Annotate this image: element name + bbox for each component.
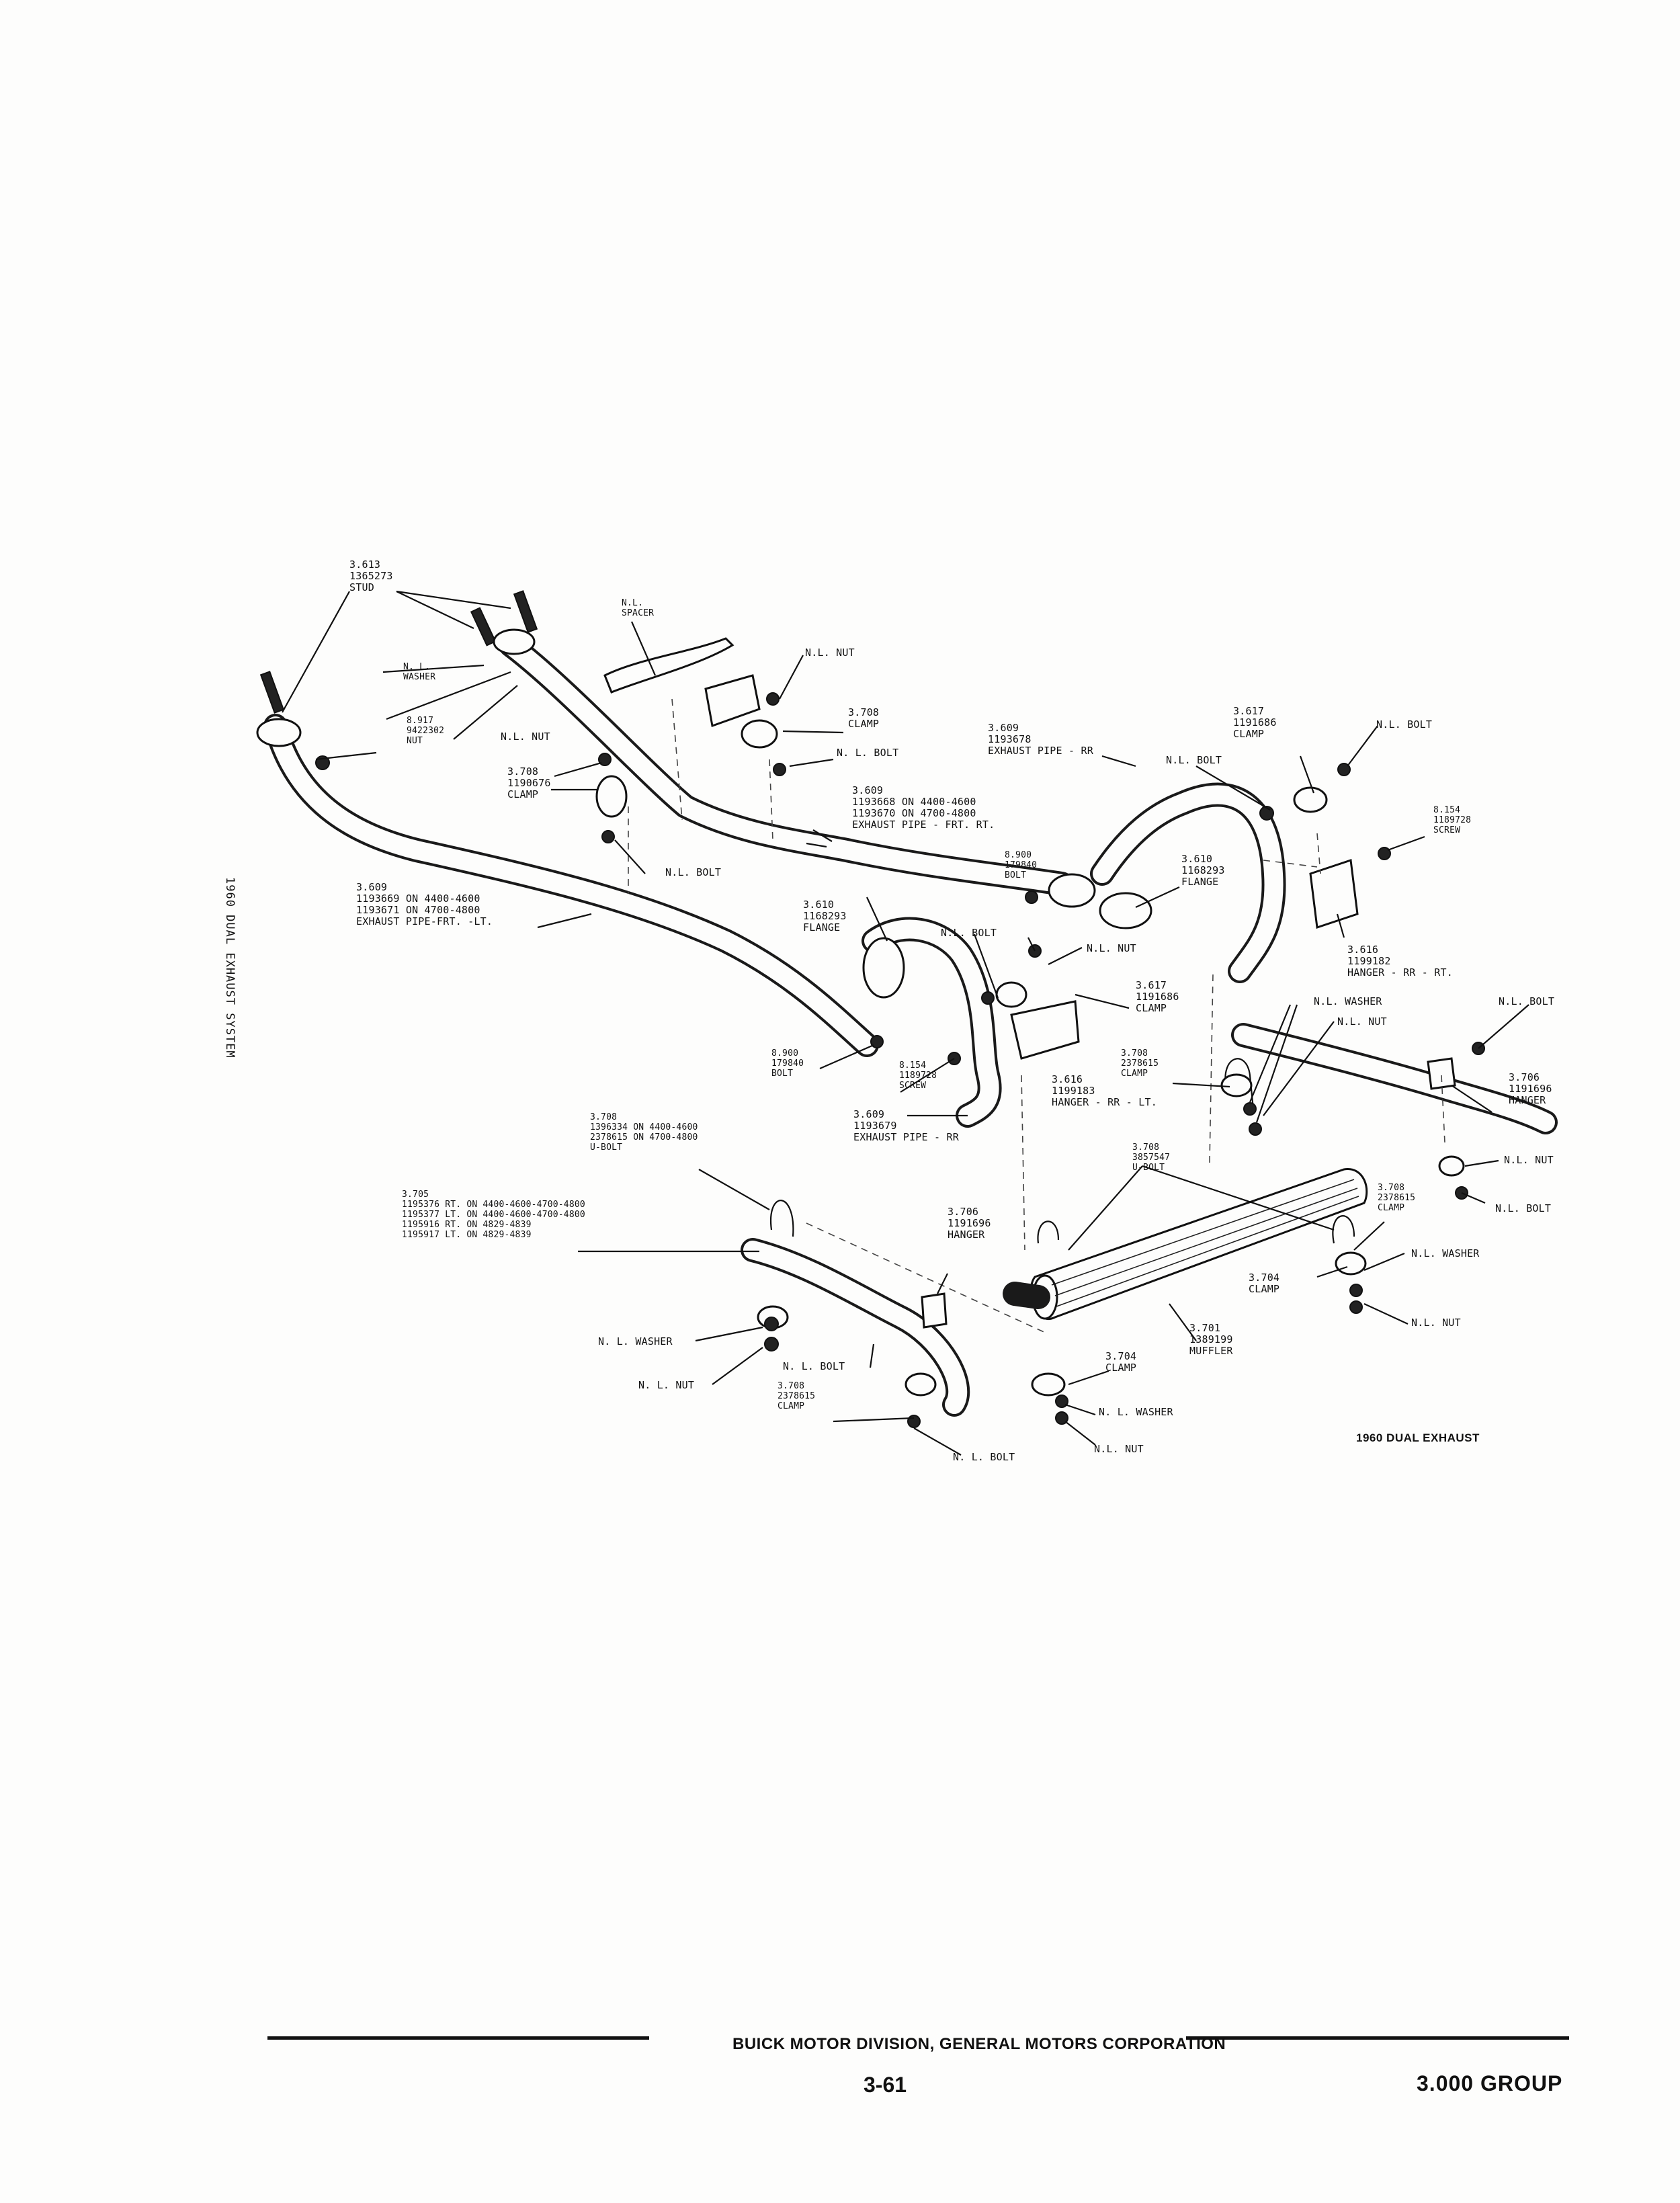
label-bolt-8900-lower: 8.900 179840 BOLT (771, 1048, 804, 1079)
label-exhaust-pipe-rear-lower: 3.609 1193679 EXHAUST PIPE - RR (853, 1108, 959, 1143)
label-clamp-3704-right: 3.704 CLAMP (1249, 1272, 1280, 1295)
exhaust-pipe-rear-right (1090, 782, 1286, 983)
label-flange-3610-left: 3.610 1168293 FLANGE (803, 899, 847, 933)
label-nl-bolt-lower-right: N.L. BOLT (1495, 1202, 1552, 1214)
label-nl-bolt-edge: N.L. BOLT (1499, 995, 1555, 1007)
muffler (1003, 1168, 1368, 1320)
label-hanger-3706-left: 3.706 1191696 HANGER (948, 1206, 991, 1241)
label-clamp-3617-center: 3.617 1191686 CLAMP (1136, 979, 1179, 1014)
exhaust-pipe-front-right (499, 633, 1074, 896)
label-stud: 3.613 1365273 STUD (349, 558, 393, 593)
label-clamp-3708-center: 3.708 2378615 CLAMP (1121, 1048, 1159, 1079)
label-nl-bolt-bottom: N. L. BOLT (953, 1451, 1015, 1463)
label-screw-8154-center: 8.154 1189728 SCREW (899, 1061, 937, 1091)
label-exhaust-pipe-front-right: 3.609 1193668 ON 4400-4600 1193670 ON 47… (852, 784, 995, 831)
label-nl-washer-right: N.L. WASHER (1314, 995, 1382, 1007)
footer-rule-right (1186, 2036, 1569, 2040)
label-nl-washer-bottom: N. L. WASHER (1099, 1406, 1173, 1418)
group-label: 3.000 GROUP (1417, 2071, 1563, 2095)
tailpipe-right (1231, 1023, 1558, 1134)
label-muffler-3701: 3.701 1389199 MUFFLER (1189, 1322, 1233, 1357)
footer-rule-left (267, 2036, 649, 2040)
label-bolt-8900-upper: 8.900 179840 BOLT (1005, 850, 1038, 880)
label-nl-nut-edge: N.L. NUT (1504, 1154, 1554, 1166)
label-exhaust-pipe-rear-top: 3.609 1193678 EXHAUST PIPE - RR (988, 722, 1093, 757)
label-clamp-3708-lower: 3.708 2378615 CLAMP (778, 1381, 816, 1411)
footer-division: BUICK MOTOR DIVISION, GENERAL MOTORS COR… (732, 2035, 1226, 2053)
label-nut-8917: 8.917 9422302 NUT (407, 716, 445, 746)
label-nl-nut-bottom: N.L. NUT (1094, 1443, 1144, 1455)
label-flange-3610-right: 3.610 1168293 FLANGE (1181, 853, 1225, 888)
label-ubolt-3708-center: 3.708 3857547 U-BOLT (1132, 1142, 1171, 1173)
label-nl-washer: N. L. WASHER (403, 662, 436, 682)
label-nl-bolt-top: N. L. BOLT (837, 747, 899, 759)
label-clamp-3708-top: 3.708 CLAMP (848, 706, 880, 730)
label-nl-bolt-mid: N.L. BOLT (1166, 754, 1222, 766)
label-nl-nut-center: N.L. NUT (1087, 942, 1136, 954)
label-hanger-3616-rr-lt: 3.616 1199183 HANGER - RR - LT. (1052, 1073, 1157, 1108)
side-caption: 1960 DUAL EXHAUST SYSTEM (223, 877, 237, 1058)
label-nl-nut-left: N.L. NUT (501, 731, 550, 743)
label-exhaust-pipe-front-left: 3.609 1193669 ON 4400-4600 1193671 ON 47… (356, 881, 493, 927)
label-nl-bolt-center: N.L. BOLT (941, 927, 997, 939)
label-nl-nut-lower-left: N. L. NUT (638, 1379, 695, 1391)
exhaust-pipe-rear-left (862, 917, 1002, 1128)
label-nl-bolt-far-right: N.L. BOLT (1376, 718, 1433, 731)
leader-lines (282, 590, 1529, 1456)
label-nl-washer-lower-left: N. L. WASHER (598, 1335, 673, 1347)
label-hanger-3706-right: 3.706 1191696 HANGER (1509, 1071, 1552, 1106)
page-number: 3-61 (864, 2073, 907, 2097)
tailpipe-left (741, 1238, 970, 1417)
label-hanger-3616-rr-rt: 3.616 1199182 HANGER - RR - RT. (1347, 944, 1453, 979)
label-nl-nut-top: N.L. NUT (805, 647, 855, 659)
exhaust-pipe-front-left (263, 714, 879, 1057)
label-clamp-3708-left: 3.708 1190676 CLAMP (507, 765, 551, 800)
label-nl-spacer: N.L. SPACER (622, 598, 655, 618)
label-nl-bolt-left: N.L. BOLT (665, 866, 722, 878)
label-screw-8154-right: 8.154 1189728 SCREW (1433, 805, 1472, 835)
alignment-lines (628, 698, 1445, 1335)
figure-caption: 1960 DUAL EXHAUST (1356, 1431, 1480, 1444)
label-tailpipe-3705: 3.705 1195376 RT. ON 4400-4600-4700-4800… (402, 1190, 585, 1240)
label-nl-bolt-lower-left: N. L. BOLT (783, 1360, 845, 1372)
label-nl-nut-lower-right: N.L. NUT (1411, 1317, 1461, 1329)
label-clamp-3704-center: 3.704 CLAMP (1105, 1350, 1137, 1374)
label-ubolt-3708-left: 3.708 1396334 ON 4400-4600 2378615 ON 47… (590, 1112, 698, 1153)
label-clamp-3708-right: 3.708 2378615 CLAMP (1378, 1183, 1416, 1213)
label-nl-nut-right: N.L. NUT (1337, 1015, 1387, 1028)
label-nl-washer-lower-right: N.L. WASHER (1411, 1247, 1480, 1259)
label-clamp-3617-right: 3.617 1191686 CLAMP (1233, 705, 1277, 740)
